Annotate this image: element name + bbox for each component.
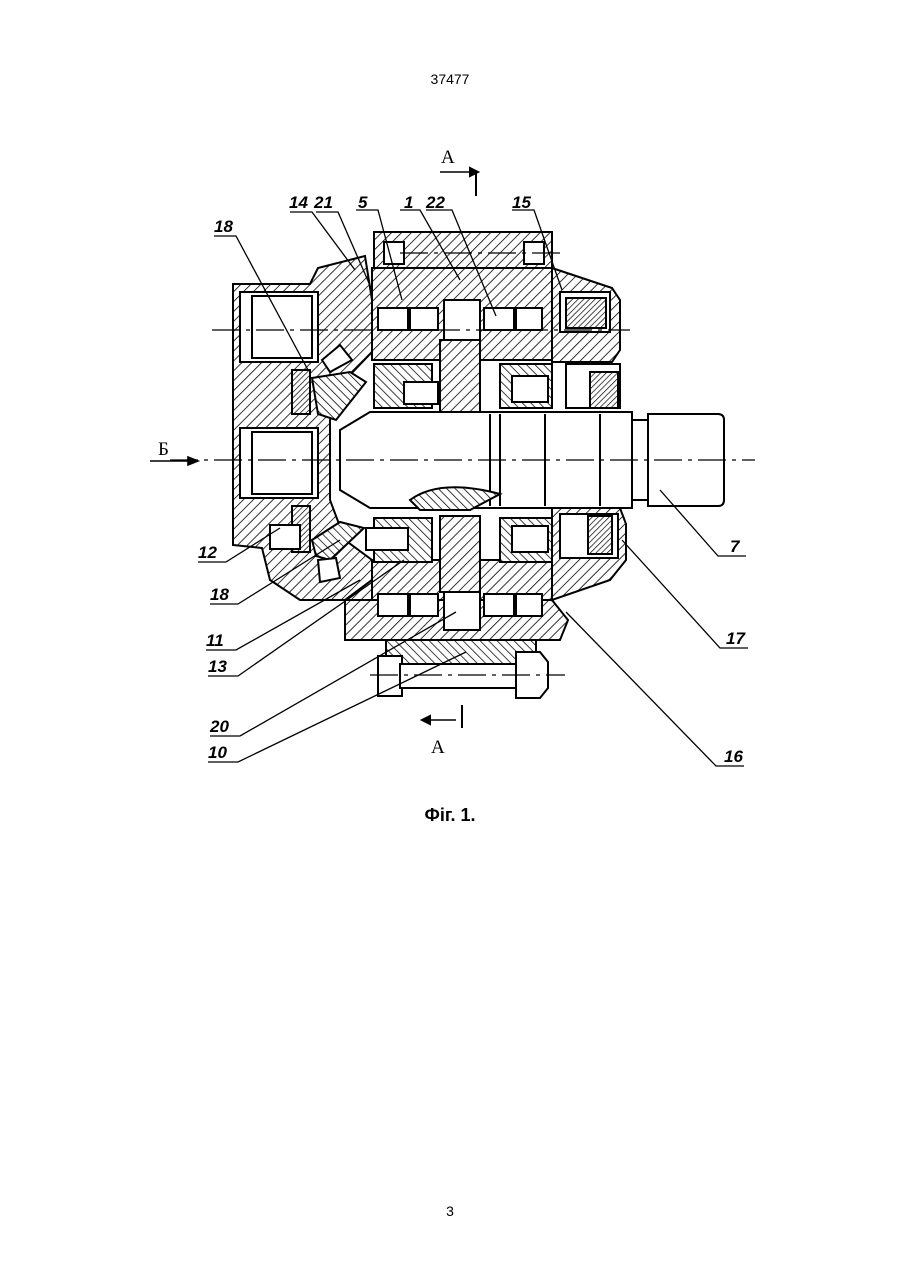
figure-caption: Фіг. 1. xyxy=(0,805,900,826)
part-label-16: 16 xyxy=(724,747,743,766)
part-label-22: 22 xyxy=(425,193,445,212)
part-label-18-top: 18 xyxy=(214,217,233,236)
part-label-17: 17 xyxy=(726,629,746,648)
part-label-15: 15 xyxy=(512,193,531,212)
section-label-a-bottom: А xyxy=(431,737,445,758)
part-label-1: 1 xyxy=(404,193,413,212)
part-label-21: 21 xyxy=(313,193,333,212)
part-label-10: 10 xyxy=(208,743,227,762)
view-label-b: Б xyxy=(158,439,169,460)
part-label-14: 14 xyxy=(289,193,308,212)
part-label-13: 13 xyxy=(208,657,227,676)
section-mark-top xyxy=(440,168,478,196)
part-label-20: 20 xyxy=(209,717,229,736)
part-label-11: 11 xyxy=(206,631,224,650)
part-label-12: 12 xyxy=(198,543,217,562)
part-label-18-bottom: 18 xyxy=(210,585,229,604)
part-label-5: 5 xyxy=(358,193,368,212)
section-mark-bottom xyxy=(422,705,462,728)
part-label-7: 7 xyxy=(730,537,741,556)
page-number: 3 xyxy=(0,1203,900,1219)
main-shaft xyxy=(340,412,632,510)
section-label-a-top: А xyxy=(441,147,455,168)
